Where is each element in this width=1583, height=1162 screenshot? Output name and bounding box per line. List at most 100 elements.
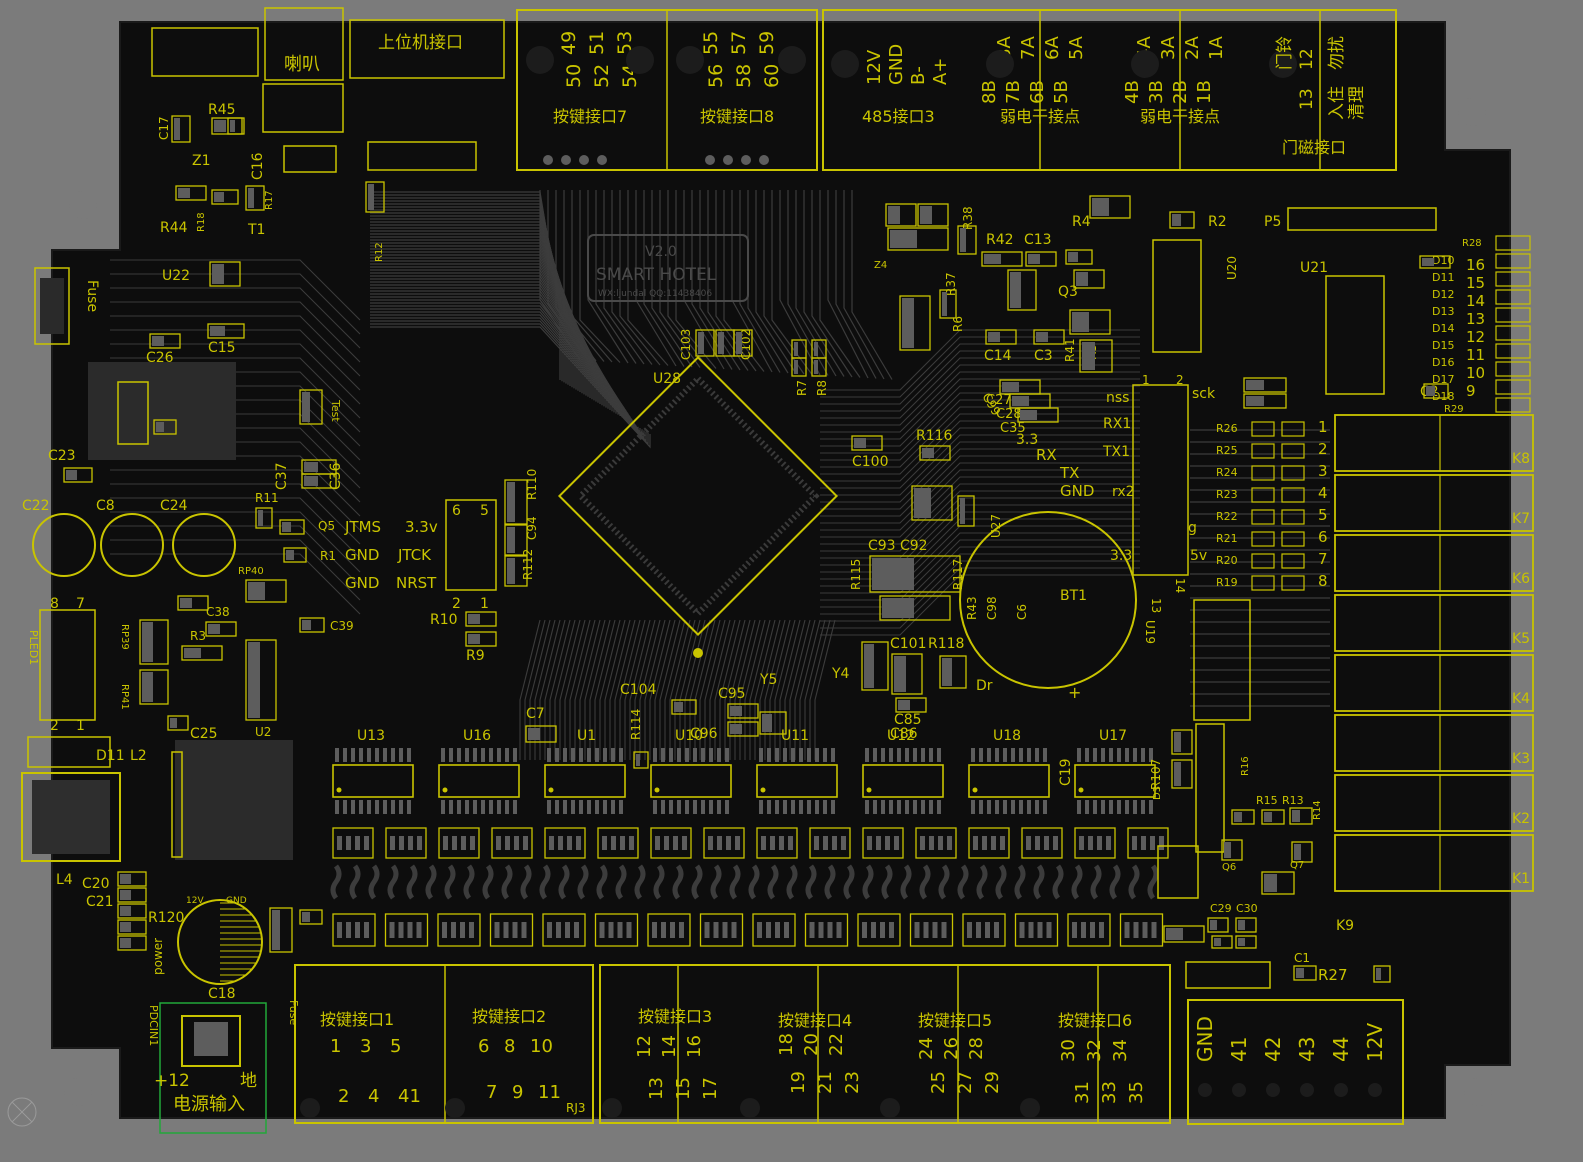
trace — [596, 864, 608, 900]
led-designator: D18 — [1432, 390, 1454, 403]
svg-text:R9: R9 — [466, 648, 485, 664]
svg-text:C23: C23 — [48, 448, 76, 464]
svg-text:C29: C29 — [1210, 902, 1232, 915]
led-number: 14 — [1466, 292, 1485, 310]
trace — [615, 864, 627, 900]
trace — [604, 619, 626, 760]
svg-text:R110: R110 — [525, 469, 539, 500]
key-pin-label: 3 — [360, 1036, 371, 1057]
smd-pad — [1214, 938, 1221, 946]
pad — [1035, 836, 1040, 850]
pad — [1132, 836, 1137, 850]
board-logo: V2.0 SMART HOTEL WX:ljundal QQ:11438406 — [587, 234, 749, 302]
terminal-pin-label: 42 — [1261, 1037, 1285, 1062]
key-pin-label: 57 — [728, 31, 750, 55]
trace — [820, 357, 1140, 419]
pad — [929, 836, 934, 850]
smd-pad — [1012, 396, 1029, 406]
smd-pad — [864, 644, 874, 688]
led-pad — [1495, 235, 1531, 251]
trace — [639, 619, 661, 760]
pad — [417, 836, 422, 850]
smd-pad — [214, 192, 224, 202]
resistor-array — [915, 827, 957, 859]
smd-part — [269, 907, 293, 953]
smd-pad — [212, 264, 224, 284]
trace — [643, 190, 685, 367]
relay-number: 3 — [1318, 462, 1328, 480]
rs485-label: 485接口3 — [862, 107, 935, 126]
cleaning-label: 清理 — [1347, 86, 1367, 120]
svg-text:rx2: rx2 — [1112, 484, 1135, 500]
key-pin-label: 8 — [504, 1036, 515, 1057]
smd-part — [504, 524, 528, 556]
trace — [520, 864, 532, 900]
svg-text:R8: R8 — [815, 380, 829, 396]
svg-text:C96: C96 — [690, 726, 718, 742]
svg-text:+: + — [1068, 683, 1081, 702]
trace — [795, 190, 837, 377]
trace — [609, 619, 631, 760]
relay: K4 — [1334, 654, 1534, 712]
pad — [726, 836, 731, 850]
smd-part — [299, 909, 323, 925]
trace — [603, 190, 645, 365]
trace — [579, 190, 621, 363]
smd-pad — [507, 482, 515, 522]
smd-part — [1235, 935, 1257, 949]
pin-pad — [723, 155, 733, 165]
key-pin-label: 5 — [390, 1036, 401, 1057]
pad — [827, 922, 833, 938]
svg-text:按键接口2: 按键接口2 — [472, 1007, 546, 1026]
smd-pad — [960, 498, 965, 524]
led-number: 16 — [1466, 256, 1485, 274]
svg-text:C21: C21 — [86, 894, 114, 910]
trace — [767, 864, 779, 900]
led-number: 11 — [1466, 346, 1485, 364]
trace — [110, 301, 361, 363]
smd-part — [1251, 509, 1275, 525]
pin-pad — [579, 155, 589, 165]
pad — [876, 836, 881, 850]
smd-pad — [1246, 396, 1264, 406]
trace — [811, 190, 853, 378]
smd-part — [985, 329, 1017, 345]
svg-text:R4: R4 — [1072, 214, 1091, 230]
driver-ic: U18 — [968, 728, 1050, 814]
smd-part — [504, 479, 528, 525]
resistor-array — [544, 827, 586, 859]
trace — [659, 619, 681, 760]
smd-pad — [922, 448, 934, 458]
smd-part — [869, 555, 961, 593]
svg-text:Dr: Dr — [976, 678, 993, 694]
dc-power-jack: +12 地 电源输入 PDCIN1 Fuse — [147, 1000, 300, 1134]
led-designator: D14 — [1432, 322, 1454, 335]
smd-pad — [942, 658, 952, 686]
smd-part — [1281, 443, 1305, 459]
svg-text:U27: U27 — [989, 514, 1003, 538]
driver-ic: U10 — [650, 728, 732, 814]
smd-pad — [1172, 214, 1181, 226]
key-pin-label: 59 — [756, 31, 778, 55]
trace — [619, 619, 641, 760]
svg-text:R45: R45 — [208, 102, 236, 118]
smd-part — [891, 653, 923, 695]
pad — [496, 836, 501, 850]
pin-pad — [759, 155, 769, 165]
speaker-connector — [264, 7, 344, 81]
smd-part — [1235, 917, 1257, 933]
copper-traces — [110, 190, 1330, 760]
pad — [1150, 836, 1155, 850]
trace — [110, 525, 361, 587]
smd-pad — [180, 598, 192, 608]
trace — [547, 190, 589, 361]
pad — [941, 922, 947, 938]
pad — [823, 836, 828, 850]
svg-text:RX1: RX1 — [1103, 416, 1131, 432]
pad — [889, 922, 894, 938]
smd-part — [733, 329, 753, 357]
svg-text:R42: R42 — [986, 232, 1014, 248]
smd-part — [117, 919, 147, 935]
pad — [629, 836, 634, 850]
resistor-array — [1014, 913, 1059, 947]
